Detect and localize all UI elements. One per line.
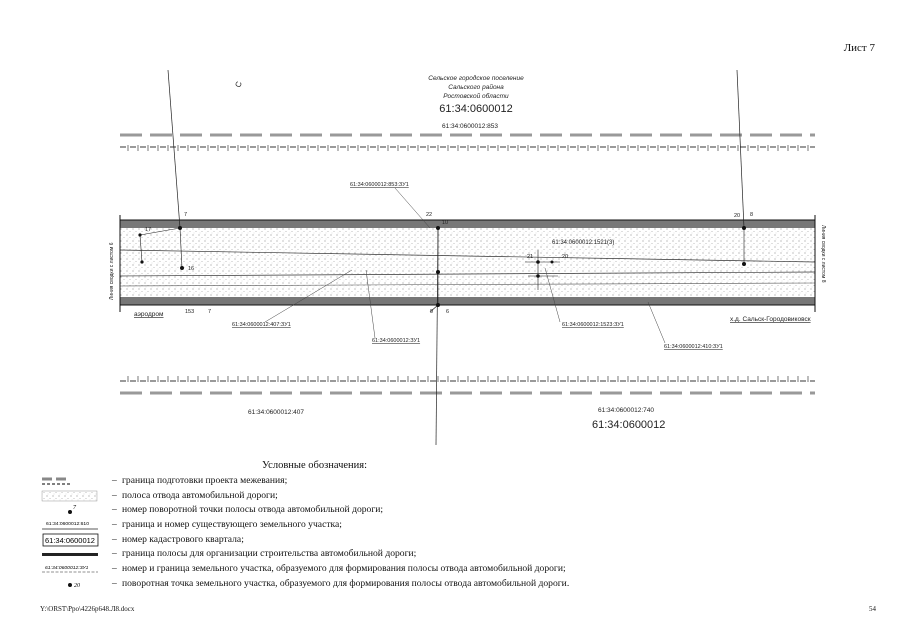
- settlement-line-1: Сельское городское поселение: [428, 74, 524, 82]
- parcel-zu1: 61:34:0600012:ЗУ1: [372, 338, 420, 344]
- road-band-bottom: [120, 297, 815, 305]
- turning-points-cluster-right: [525, 250, 560, 290]
- legend-row-new-parcel-point: 20 – поворотная точка земельного участка…: [40, 577, 660, 592]
- cadastral-quarter-symbol: 61:34:0600012: [42, 533, 99, 547]
- parcel-740: 61:34:0600012:740: [598, 407, 654, 414]
- road-band-top: [120, 220, 815, 228]
- legend-row-project-boundary: – граница подготовки проекта межевания;: [40, 474, 660, 489]
- new-parcel-point-symbol: 20: [68, 583, 80, 589]
- point-label: 7: [184, 212, 187, 218]
- settlement-line-2: Сальского района: [448, 83, 504, 91]
- legend-text-new-parcel: номер и граница земельного участка, обра…: [122, 563, 566, 575]
- legend-text-right-of-way: полоса отвода автомобильной дороги;: [122, 489, 278, 501]
- legend-text-cadastral-quarter: номер кадастрового квартала;: [122, 533, 244, 545]
- new-parcel-symbol: 61:34:0600012:ЗУ1: [42, 565, 98, 573]
- legend-text-new-parcel-point: поворотная точка земельного участка, обр…: [122, 577, 570, 589]
- existing-parcel-symbol: 61:34:0600012:610: [42, 521, 98, 530]
- right-match-line-label: Линия сводки с листом 8: [820, 225, 826, 283]
- right-of-way-symbol: [41, 490, 98, 501]
- quarter-top: 61:34:0600012: [439, 103, 512, 115]
- legend-row-new-parcel: 61:34:0600012:ЗУ1 – номер и граница земе…: [40, 562, 660, 577]
- legend-row-turning-point-number: 7 – номер поворотной точки полосы отвода…: [40, 503, 660, 518]
- sheet-label: Лист 7: [843, 42, 875, 54]
- footer-file-path: Y:\ORST\Ppo\4226p648.Л8.docx: [40, 605, 135, 613]
- turning-points-cluster-left: [138, 226, 184, 270]
- legend-text-existing-parcel: граница и номер существующего земельного…: [122, 519, 342, 531]
- svg-text:20: 20: [74, 583, 80, 589]
- settlement-line-3: Ростовской области: [443, 92, 509, 100]
- point-label: 8: [750, 212, 753, 218]
- left-match-line-label: Линия сводки с листом 6: [109, 242, 115, 300]
- parcel-410-zu1: 61:34:0600012:410:ЗУ1: [664, 344, 723, 350]
- legend-row-existing-parcel: 61:34:0600012:610 – граница и номер суще…: [40, 518, 660, 533]
- legend-row-construction-strip: – граница полосы для организации строите…: [40, 547, 660, 562]
- legend-title: Условные обозначения:: [262, 460, 368, 471]
- turning-point-symbol: 7: [68, 505, 77, 515]
- parcel-407-zu1: 61:34:0600012:407:ЗУ1: [232, 322, 291, 328]
- construction-strip-symbol: [42, 553, 98, 557]
- project-boundary-symbol: [42, 477, 70, 485]
- legend-text-turning-point-number: номер поворотной точки полосы отвода авт…: [122, 504, 384, 516]
- road-right-label: х.д. Сальск-Городовиковск: [730, 316, 811, 323]
- svg-text:61:34:0600012:ЗУ1: 61:34:0600012:ЗУ1: [45, 565, 89, 571]
- point-label: 20: [734, 213, 740, 219]
- legend-text-project-boundary: граница подготовки проекта межевания;: [122, 475, 288, 486]
- legend-text-construction-strip: граница полосы для организации строитель…: [122, 548, 417, 560]
- point-label: 10: [442, 220, 448, 226]
- svg-text:7: 7: [73, 505, 77, 511]
- point-label: 153: [185, 309, 194, 315]
- turning-points-cluster-center: [436, 226, 440, 307]
- page-number: 54: [869, 605, 876, 613]
- point-label: 20: [562, 254, 568, 260]
- parcel-407: 61:34:0600012:407: [248, 409, 304, 416]
- point-label: 6: [446, 309, 449, 315]
- turning-points-cluster-far-right: [742, 226, 746, 266]
- road-edge-lower: [119, 271, 816, 277]
- quarter-bottom: 61:34:0600012: [592, 419, 665, 431]
- legend: – граница подготовки проекта межевания; …: [40, 474, 660, 592]
- parcel-1523-zu1: 61:34:0600012:1523:ЗУ1: [562, 322, 624, 328]
- parcel-top-label: 61:34:0600012:853: [442, 123, 498, 130]
- parcel-1521: 61:34:0600012:1521(3): [552, 240, 614, 246]
- legend-row-right-of-way: – полоса отвода автомобильной дороги;: [40, 489, 660, 504]
- parcel-853-zu1: 61:34:0600012:853:ЗУ1: [350, 182, 409, 188]
- road-edge-upper: [119, 249, 816, 263]
- point-label: 17: [145, 227, 151, 233]
- road-left-label: аэродром: [134, 311, 164, 318]
- point-label: 16: [188, 266, 194, 272]
- compass-mark: С: [233, 80, 244, 89]
- point-label: 9: [430, 309, 433, 315]
- survey-map: Сельское городское поселение Сальского р…: [109, 69, 826, 446]
- point-label: 21: [527, 254, 533, 260]
- point-label: 22: [426, 212, 432, 218]
- legend-row-cadastral-quarter: 61:34:0600012 – номер кадастрового кварт…: [40, 533, 660, 548]
- svg-text:61:34:0600012:610: 61:34:0600012:610: [46, 521, 89, 527]
- point-label: 7: [208, 309, 211, 315]
- svg-text:61:34:0600012: 61:34:0600012: [45, 536, 95, 545]
- right-of-way-strip: [120, 222, 815, 304]
